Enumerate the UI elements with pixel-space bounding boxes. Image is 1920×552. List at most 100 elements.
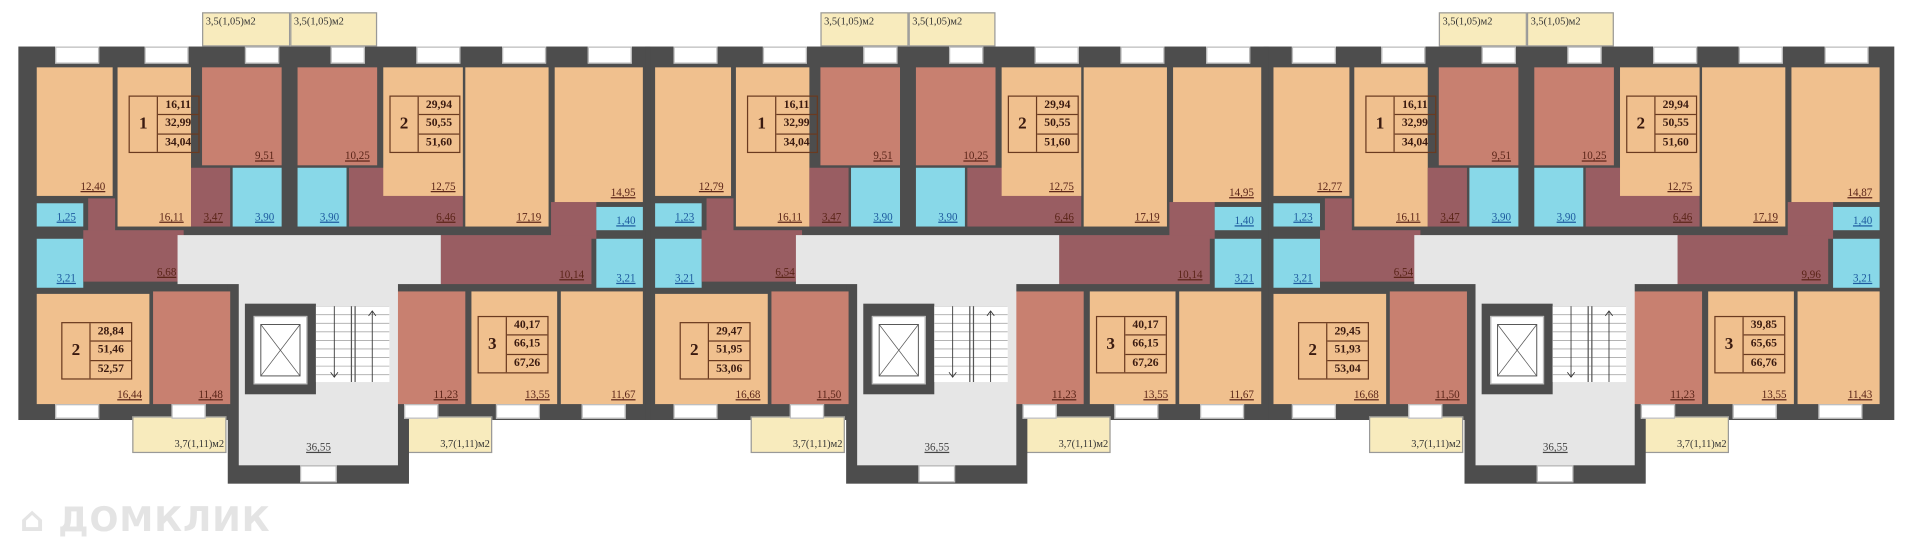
room-area-label: 36,55	[1542, 440, 1568, 454]
living-area: 16,11	[1394, 97, 1436, 116]
balcony: 3,7(1,11)м2	[750, 416, 845, 454]
balcony-area-label: 3,5(1,05)м2	[824, 14, 875, 27]
room-area-label: 13,55	[525, 388, 550, 401]
total-area: 50,55	[1655, 116, 1696, 135]
room-area-label: 16,68	[1353, 388, 1379, 401]
room-area-label: 12,79	[698, 180, 724, 193]
room-area-label: 36,55	[924, 440, 950, 454]
elevator-icon	[253, 315, 308, 385]
living-room: 17,19	[1702, 67, 1786, 227]
room-area-label: 11,43	[1847, 388, 1873, 401]
window	[1206, 46, 1251, 64]
balcony-area-label: 3,5(1,05)м2	[293, 14, 344, 27]
window	[502, 46, 547, 64]
balcony: 3,5(1,05)м2	[1526, 12, 1614, 47]
corridor: 6,54	[1320, 230, 1421, 282]
apartment-room-count: 2	[1009, 96, 1038, 152]
total-area: 51,95	[708, 342, 750, 361]
room-area-label: 9,96	[1801, 268, 1821, 281]
total-area-with-balcony: 51,60	[425, 136, 453, 149]
entrance-door	[300, 465, 337, 483]
living-room: 16,68	[1273, 293, 1387, 405]
party-wall	[645, 46, 651, 421]
room-area-label: 10,14	[559, 268, 585, 281]
balcony: 3,7(1,11)м2	[397, 416, 493, 454]
apartment-room-count: 2	[391, 96, 419, 152]
bedroom: 14,95	[554, 67, 643, 203]
total-area: 51,46	[90, 342, 132, 361]
room-area-label: 11,23	[1051, 388, 1077, 401]
room-area-label: 1,23	[1293, 210, 1313, 223]
room-area-label: 3,21	[1852, 271, 1873, 285]
window	[1824, 46, 1869, 64]
balcony: 3,5(1,05)м2	[908, 12, 996, 47]
total-area-with-balcony: 51,60	[1662, 136, 1689, 149]
total-area-with-balcony: 34,04	[1401, 136, 1428, 149]
hallway: 3,47	[809, 167, 849, 227]
total-area: 32,99	[1394, 116, 1436, 135]
watermark-logo: ⌂ ДОМКЛИК	[20, 500, 270, 540]
kitchen: 11,50	[771, 291, 849, 405]
window	[1120, 46, 1165, 64]
bathroom: 1,40	[1833, 206, 1880, 231]
apartment-room-count: 3	[1097, 317, 1126, 373]
hallway: 3,47	[191, 167, 231, 227]
living-area: 29,45	[1327, 323, 1368, 343]
window	[144, 46, 189, 64]
kitchen: 9,51	[1438, 67, 1519, 166]
room-area-label: 16,11	[159, 210, 184, 223]
bedroom: 11,67	[1179, 291, 1262, 405]
bedroom: 13,55	[471, 291, 558, 405]
balcony-area-label: 3,7(1,11)м2	[174, 437, 225, 450]
kitchen: 11,23	[1007, 291, 1084, 405]
balcony-door	[1408, 404, 1443, 419]
bedroom: 12,77	[1273, 67, 1350, 196]
room-area-label: 14,95	[610, 186, 636, 199]
room-area-label: 3,90	[1556, 210, 1576, 223]
total-area: 32,99	[776, 116, 817, 135]
balcony: 3,7(1,11)м2	[1634, 416, 1729, 454]
total-area-with-balcony: 53,04	[1334, 363, 1361, 376]
window	[1291, 46, 1336, 64]
balcony-area-label: 3,5(1,05)м2	[1530, 14, 1581, 27]
bathroom: 3,21	[36, 238, 84, 288]
bathroom: 1,23	[655, 203, 702, 227]
room-area-label: 9,51	[255, 149, 275, 162]
balcony-area-label: 3,7(1,11)м2	[1058, 437, 1109, 450]
room-area-label: 6,54	[1393, 265, 1414, 278]
room-area-label: 3,21	[616, 271, 636, 285]
apartment-room-count: 1	[748, 96, 777, 152]
window	[416, 46, 461, 64]
elevator-icon	[871, 315, 926, 385]
total-area-with-balcony: 34,04	[165, 136, 192, 149]
kitchen: 11,48	[153, 291, 231, 405]
bedroom: 12,40	[36, 67, 113, 196]
bedroom: 12,75	[383, 67, 463, 196]
room-area-label: 3,47	[203, 210, 223, 223]
balcony-door	[330, 46, 365, 64]
room-area-label: 3,90	[938, 210, 958, 223]
room-area-label: 12,75	[1049, 180, 1074, 193]
bedroom: 11,43	[1797, 291, 1880, 405]
bathroom: 1,40	[596, 206, 643, 231]
balcony: 3,5(1,05)м2	[820, 12, 909, 47]
living-room: 16,68	[655, 293, 768, 405]
elevator-icon	[1490, 315, 1545, 385]
hallway	[1169, 202, 1215, 239]
room-area-label: 6,68	[157, 265, 177, 278]
bedroom: 12,79	[655, 67, 732, 196]
hallway	[88, 198, 116, 233]
room-area-label: 12,75	[1667, 180, 1693, 193]
room-area-label: 10,14	[1177, 268, 1203, 281]
living-area: 16,11	[776, 97, 817, 116]
living-area: 39,85	[1743, 317, 1785, 336]
room-area-label: 14,87	[1847, 186, 1873, 199]
corridor: 10,14	[440, 235, 592, 285]
